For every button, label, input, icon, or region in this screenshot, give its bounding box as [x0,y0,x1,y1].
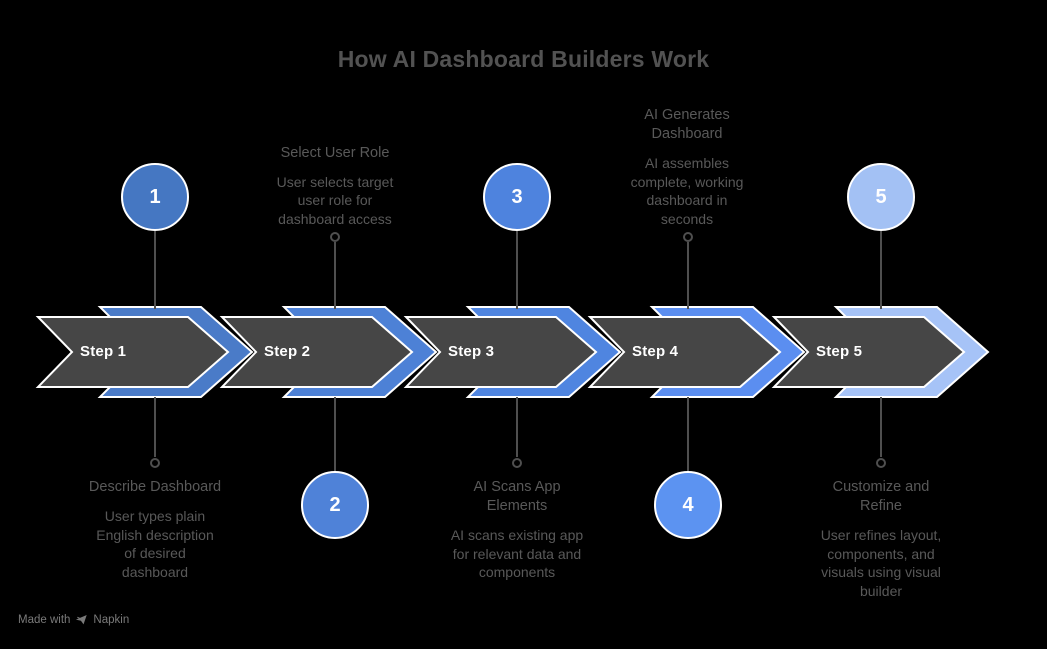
step-1-arrow-label: Step 1 [80,343,127,360]
step-3-arrow-label: Step 3 [448,343,495,360]
step-3-arrow-dark [403,316,598,388]
step-4-heading: AI Generates Dashboard [644,107,730,142]
step-1-body: User types plain English description of … [96,508,214,580]
step-5-heading: Customize and Refine [832,479,930,514]
step-1-number-badge: 1 [121,163,189,231]
step-2-body: User selects target user role for dashbo… [276,173,394,227]
step-4-connector-bottom [687,397,689,471]
step-2-heading: Select User Role [280,144,390,161]
step-2-endpoint-dot [330,232,340,242]
step-5-number-badge: 5 [847,163,915,231]
step-2-number-badge: 2 [301,471,369,539]
made-with-text: Made with [18,613,71,626]
step-2-connector-top [334,242,336,309]
step-4-text-block: AI Generates Dashboard AI assembles comp… [592,106,782,228]
step-4-endpoint-dot [683,232,693,242]
step-5-connector-top [880,231,882,309]
step-3-connector-top [516,231,518,309]
step-2-arrow-dark [219,316,414,388]
made-with-napkin-credit: Made with Napkin [18,613,129,626]
step-5-connector-bottom [880,397,882,457]
step-4-connector-top [687,242,689,309]
step-1-heading: Describe Dashboard [88,479,222,495]
step-5-arrow-dark [771,316,966,388]
step-2-arrow-label: Step 2 [264,343,311,360]
napkin-logo-icon [76,615,88,625]
step-3-number-badge: 3 [483,163,551,231]
step-4-number: 4 [682,493,694,516]
step-2-number: 2 [329,493,341,516]
page-title: How AI Dashboard Builders Work [337,46,710,72]
step-5-number: 5 [875,185,887,208]
step-3-heading: AI Scans App Elements [473,479,561,514]
napkin-brand-text: Napkin [93,613,130,626]
step-2-connector-bottom [334,397,336,471]
step-1-text-block: Describe Dashboard User types plain Engl… [60,478,250,581]
step-1-endpoint-dot [150,458,160,468]
step-3-body: AI scans existing app for relevant data … [450,527,584,580]
step-5-endpoint-dot [876,458,886,468]
step-4-number-badge: 4 [654,471,722,539]
step-5-body: User refines layout, components, and vis… [820,527,942,599]
step-5-text-block: Customize and Refine User refines layout… [786,478,976,600]
step-1-arrow-dark [35,316,230,388]
step-3-text-block: AI Scans App Elements AI scans existing … [422,478,612,582]
step-3-number: 3 [511,185,523,208]
step-4-body: AI assembles complete, working dashboard… [630,155,744,227]
step-3-endpoint-dot [512,458,522,468]
step-1-connector-bottom [154,397,156,457]
step-5-arrow-label: Step 5 [816,343,863,360]
step-1-number: 1 [149,185,161,208]
step-1-connector-top [154,231,156,309]
step-4-arrow-dark [587,316,782,388]
step-3-connector-bottom [516,397,518,457]
step-2-text-block: Select User Role User selects target use… [240,144,430,229]
step-4-arrow-label: Step 4 [632,343,679,360]
